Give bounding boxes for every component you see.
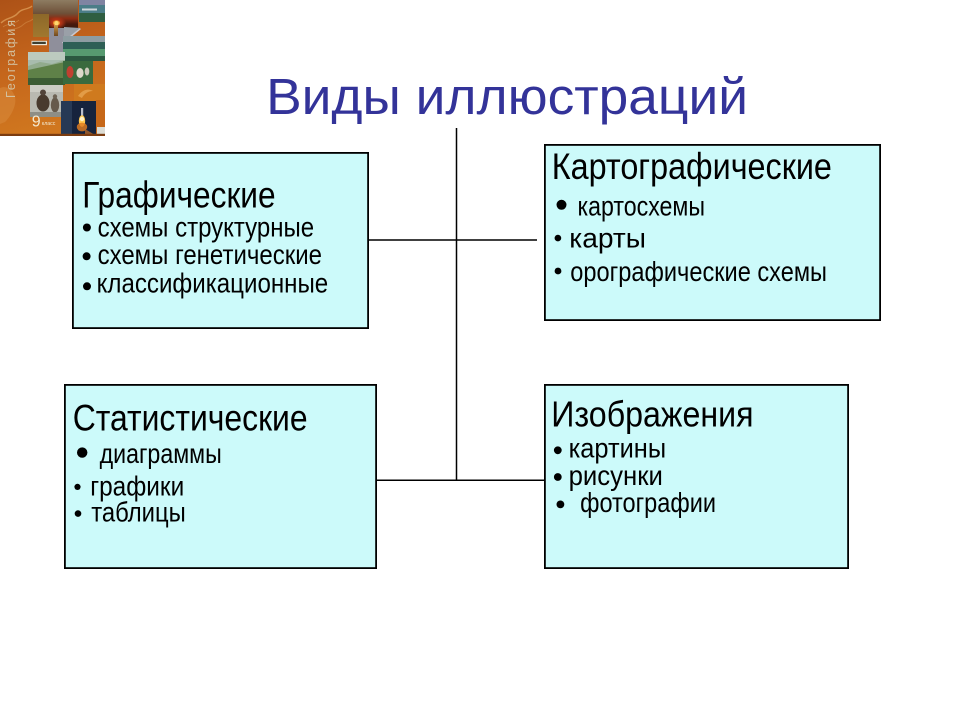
svg-text:картосхемы: картосхемы — [578, 191, 706, 222]
svg-text:диаграммы: диаграммы — [100, 438, 222, 469]
svg-text:Виды иллюстраций: Виды иллюстраций — [266, 68, 748, 125]
svg-text:схемы генетические: схемы генетические — [98, 239, 322, 270]
svg-text:Картографические: Картографические — [552, 146, 832, 187]
svg-text:графики: графики — [90, 470, 184, 501]
svg-text:Статистические: Статистические — [73, 397, 308, 438]
svg-text:фотографии: фотографии — [580, 487, 716, 518]
svg-text:классификационные: классификационные — [97, 268, 329, 299]
svg-text:рисунки: рисунки — [569, 460, 663, 491]
svg-text:География: География — [4, 20, 18, 98]
svg-text:схемы структурные: схемы структурные — [98, 211, 315, 242]
svg-text:карты: карты — [569, 223, 646, 254]
svg-text:таблицы: таблицы — [91, 497, 186, 528]
svg-text:9: 9 — [32, 114, 41, 131]
svg-text:Изображения: Изображения — [551, 393, 753, 434]
svg-text:орографические схемы: орографические схемы — [570, 256, 827, 287]
svg-text:Графические: Графические — [82, 174, 275, 215]
svg-text:класс: класс — [42, 121, 56, 127]
svg-text:картины: картины — [569, 433, 667, 464]
